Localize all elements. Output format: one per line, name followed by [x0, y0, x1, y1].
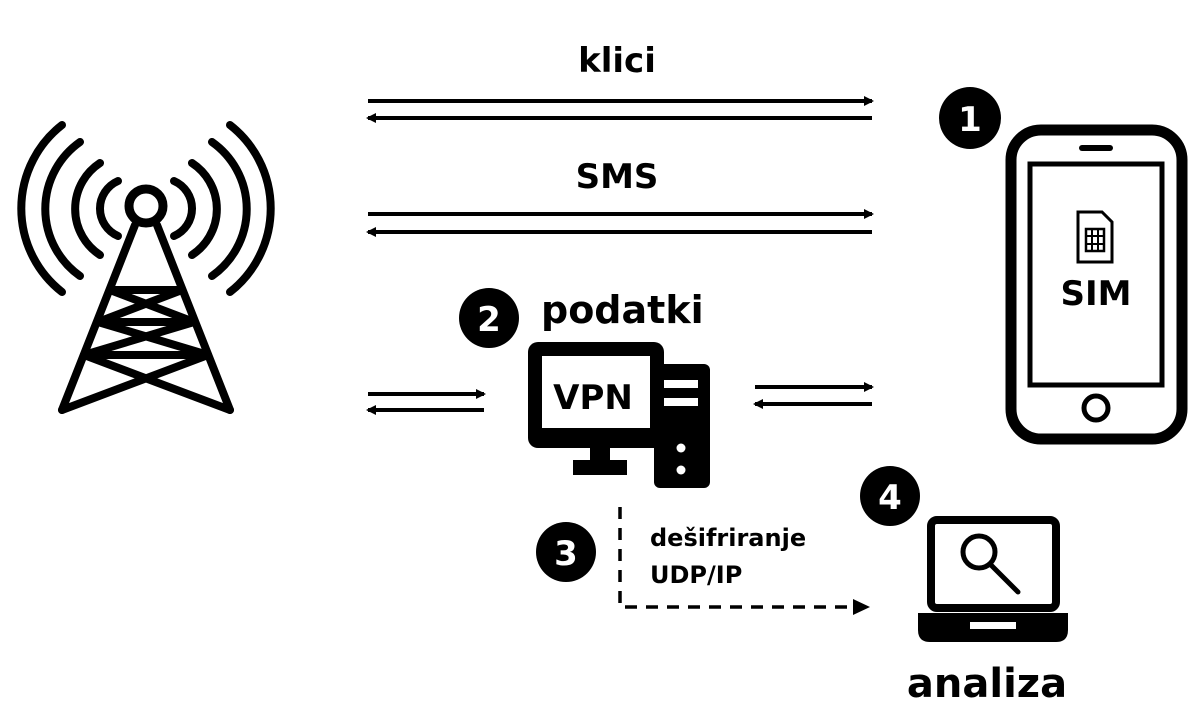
vpn-computer-icon — [528, 342, 710, 488]
decryption-path — [618, 507, 870, 615]
step-badge-2: 2 — [459, 288, 519, 348]
sim-card-icon — [1076, 210, 1114, 264]
protocol-label: UDP/IP — [650, 561, 742, 589]
sim-label: SIM — [1061, 274, 1132, 314]
svg-text:4: 4 — [878, 478, 902, 518]
decryption-label: dešifriranje — [650, 524, 806, 552]
svg-text:2: 2 — [477, 300, 501, 340]
step-badge-4: 4 — [860, 466, 920, 526]
data-label: podatki — [541, 288, 704, 332]
smartphone-icon — [1005, 124, 1188, 445]
step-badge-3: 3 — [536, 522, 596, 582]
data-arrows-tower-vpn — [366, 389, 486, 415]
svg-text:1: 1 — [958, 100, 982, 140]
cell-tower-icon — [17, 121, 275, 414]
svg-text:3: 3 — [554, 534, 578, 574]
step-badge-1: 1 — [939, 87, 1001, 149]
sms-label: SMS — [576, 157, 659, 197]
calls-label: klici — [578, 41, 656, 81]
laptop-icon — [918, 516, 1068, 642]
magnifier-icon — [960, 533, 1021, 595]
data-arrows-vpn-phone — [753, 382, 874, 409]
analysis-label: analiza — [907, 661, 1067, 707]
vpn-label: VPN — [553, 378, 633, 418]
calls-arrows — [366, 96, 874, 123]
sms-arrows — [366, 209, 874, 237]
